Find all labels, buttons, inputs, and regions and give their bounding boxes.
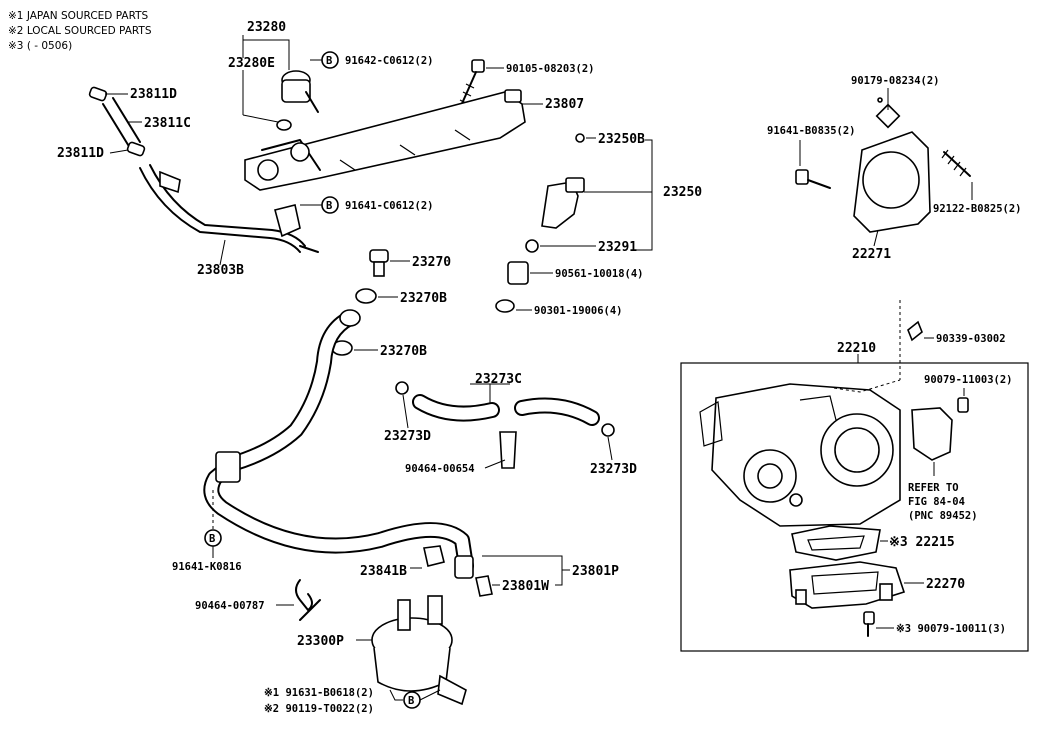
label-90301-19006: 90301-19006(4)	[534, 305, 623, 317]
label-90464-00787: 90464-00787	[195, 600, 265, 612]
label-23841b: 23841B	[360, 564, 407, 579]
label-92122-b0825: 92122-B0825(2)	[933, 203, 1022, 215]
gasket-22271-drawing	[795, 97, 971, 233]
label-23280e: 23280E	[228, 56, 275, 71]
label-22215: ※3 22215	[889, 535, 955, 550]
label-90105-08203: 90105-08203(2)	[506, 63, 595, 75]
pulsation-damper-drawing	[371, 595, 467, 706]
label-91642-c0612: 91642-C0612(2)	[345, 55, 434, 67]
label-22270: 22270	[926, 577, 965, 592]
injector-drawing	[495, 133, 585, 313]
label-23280: 23280	[247, 20, 286, 35]
label-90079-11003: 90079-11003(2)	[924, 374, 1013, 386]
label-23270b-a: 23270B	[400, 291, 447, 306]
union-bolt-drawing	[331, 249, 389, 356]
label-23250: 23250	[663, 185, 702, 200]
note-japan-sourced: ※1 JAPAN SOURCED PARTS	[8, 10, 149, 22]
label-91641-k0816: 91641-K0816	[172, 561, 242, 573]
small-hose-23273c-drawing	[395, 381, 615, 469]
clip-drawing	[423, 545, 493, 597]
label-91641-b0835: 91641-B0835(2)	[767, 125, 856, 137]
refer-to-line3[interactable]: (PNC 89452)	[908, 510, 978, 522]
label-23811c: 23811C	[144, 116, 191, 131]
b-marker: B	[326, 200, 332, 212]
label-23801w: 23801W	[502, 579, 549, 594]
clamp-90464-00787-drawing	[295, 579, 321, 621]
label-23803b: 23803B	[197, 263, 244, 278]
gasket-22215-drawing	[791, 525, 881, 561]
b-marker: B	[209, 533, 215, 545]
idle-air-control-valve-drawing	[911, 397, 969, 461]
hose-23811c-drawing	[88, 86, 146, 157]
label-23270: 23270	[412, 255, 451, 270]
label-23807: 23807	[545, 97, 584, 112]
b-marker-circle	[321, 196, 339, 214]
refer-to-line2[interactable]: FIG 84-04	[908, 496, 965, 508]
label-23273d-left: 23273D	[384, 429, 431, 444]
label-91631-b0618: ※1 91631-B0618(2)	[264, 687, 374, 699]
label-90339-03002: 90339-03002	[936, 333, 1006, 345]
note-local-sourced: ※2 LOCAL SOURCED PARTS	[8, 25, 152, 37]
label-90079-10011: ※3 90079-10011(3)	[896, 623, 1006, 635]
fuel-hose-drawing	[203, 309, 474, 579]
label-23300p: 23300P	[297, 634, 344, 649]
b-marker: B	[326, 55, 332, 67]
note-date-range: ※3 ( - 0506)	[8, 40, 72, 52]
label-90119-t0022: ※2 90119-T0022(2)	[264, 703, 374, 715]
throttle-body-group-frame	[680, 362, 1029, 652]
pressure-regulator-drawing	[276, 70, 319, 131]
label-23291: 23291	[598, 240, 637, 255]
label-91641-c0612: 91641-C0612(2)	[345, 200, 434, 212]
label-90561-10018: 90561-10018(4)	[555, 268, 644, 280]
label-23801p: 23801P	[572, 564, 619, 579]
label-22210: 22210	[837, 341, 876, 356]
label-23273c: 23273C	[475, 372, 522, 387]
label-23811d-left: 23811D	[57, 146, 104, 161]
refer-to-line1[interactable]: REFER TO	[908, 482, 959, 494]
fuel-rail-23807-drawing	[244, 89, 526, 191]
label-23811d-top: 23811D	[130, 87, 177, 102]
label-23270b-b: 23270B	[380, 344, 427, 359]
spacer-22270-drawing	[789, 561, 906, 637]
label-23273d-right: 23273D	[590, 462, 637, 477]
throttle-body-drawing	[699, 379, 901, 527]
b-marker: B	[408, 695, 414, 707]
label-90464-00654: 90464-00654	[405, 463, 475, 475]
label-90179-08234: 90179-08234(2)	[851, 75, 940, 87]
fuel-pipe-23803b-drawing	[139, 164, 319, 253]
label-22271: 22271	[852, 247, 891, 262]
label-23250b: 23250B	[598, 132, 645, 147]
